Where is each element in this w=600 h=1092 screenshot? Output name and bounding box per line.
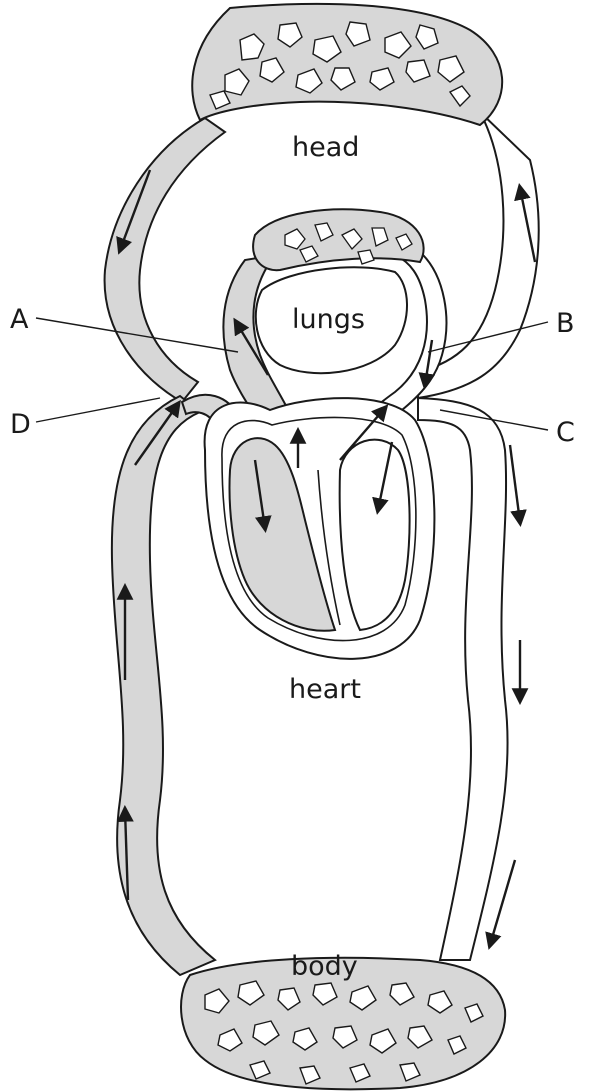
arrow-right-down-1 bbox=[510, 445, 520, 522]
label-heart: heart bbox=[289, 674, 361, 705]
pointer-label-c: C bbox=[556, 417, 575, 448]
label-body: body bbox=[291, 951, 358, 982]
pointer-label-b: B bbox=[556, 308, 575, 339]
pointer-line-d bbox=[36, 398, 160, 422]
pointer-label-d: D bbox=[10, 409, 31, 440]
pointer-label-a: A bbox=[10, 304, 29, 335]
label-lungs: lungs bbox=[292, 304, 365, 335]
arrow-right-down-3 bbox=[490, 860, 515, 945]
vena-cava-from-head-vessel bbox=[105, 118, 225, 402]
left-ventricle bbox=[340, 440, 410, 630]
label-head: head bbox=[292, 132, 359, 163]
